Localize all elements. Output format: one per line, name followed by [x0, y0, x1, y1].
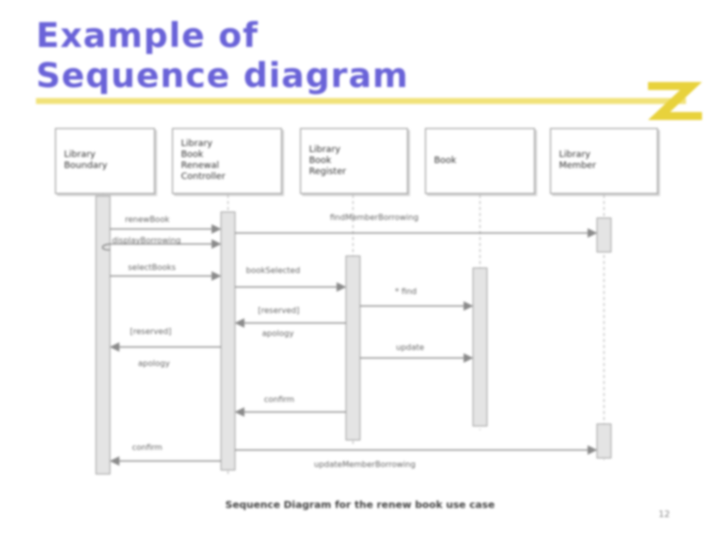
msg-label-displayborrowing: displayBorrowing	[112, 236, 181, 245]
title-underline-bar	[36, 98, 686, 104]
msg-label-apology-1: apology	[262, 329, 294, 338]
msg-label-find: * find	[395, 287, 417, 296]
activation-renewal-controller	[220, 211, 236, 471]
msg-label-reserved-2: [reserved]	[130, 327, 171, 336]
page-number: 12	[658, 510, 670, 520]
lifeline-box-book: Book	[425, 128, 535, 194]
lifeline-box-renewal-controller: Library Book Renewal Controller	[172, 128, 282, 194]
msg-label-findmemberborrowing: findMemberBorrowing	[330, 213, 419, 222]
z-logo-icon	[648, 82, 702, 120]
activation-book-register	[345, 255, 361, 441]
lifeline-box-library-boundary: Library Boundary	[55, 128, 155, 194]
title-line-2: Sequence diagram	[36, 56, 409, 96]
msg-label-apology-2: apology	[138, 359, 170, 368]
msg-label-confirm-1: confirm	[264, 395, 295, 404]
msg-label-renewbook: renewBook	[125, 215, 170, 224]
msg-label-updatememberborrowing: updateMemberBorrowing	[314, 460, 416, 469]
lifeline-box-library-member: Library Member	[550, 128, 658, 194]
msg-label-reserved-1: [reserved]	[258, 306, 299, 315]
activation-book	[472, 267, 488, 427]
title-line-1: Example of	[36, 16, 259, 56]
activation-library-member-2	[596, 423, 612, 459]
msg-label-confirm-2: confirm	[132, 443, 163, 452]
slide-title: Example of Sequence diagram	[36, 16, 409, 96]
activation-library-boundary	[95, 195, 111, 475]
diagram-caption: Sequence Diagram for the renew book use …	[225, 500, 495, 511]
msg-label-selectbooks: selectBooks	[128, 263, 176, 272]
msg-label-update: update	[396, 343, 424, 352]
activation-library-member-1	[596, 217, 612, 253]
msg-label-bookselected: bookSelected	[246, 266, 300, 275]
msg-displayborrowing-arrow	[101, 239, 222, 251]
lifeline-box-book-register: Library Book Register	[300, 128, 408, 194]
